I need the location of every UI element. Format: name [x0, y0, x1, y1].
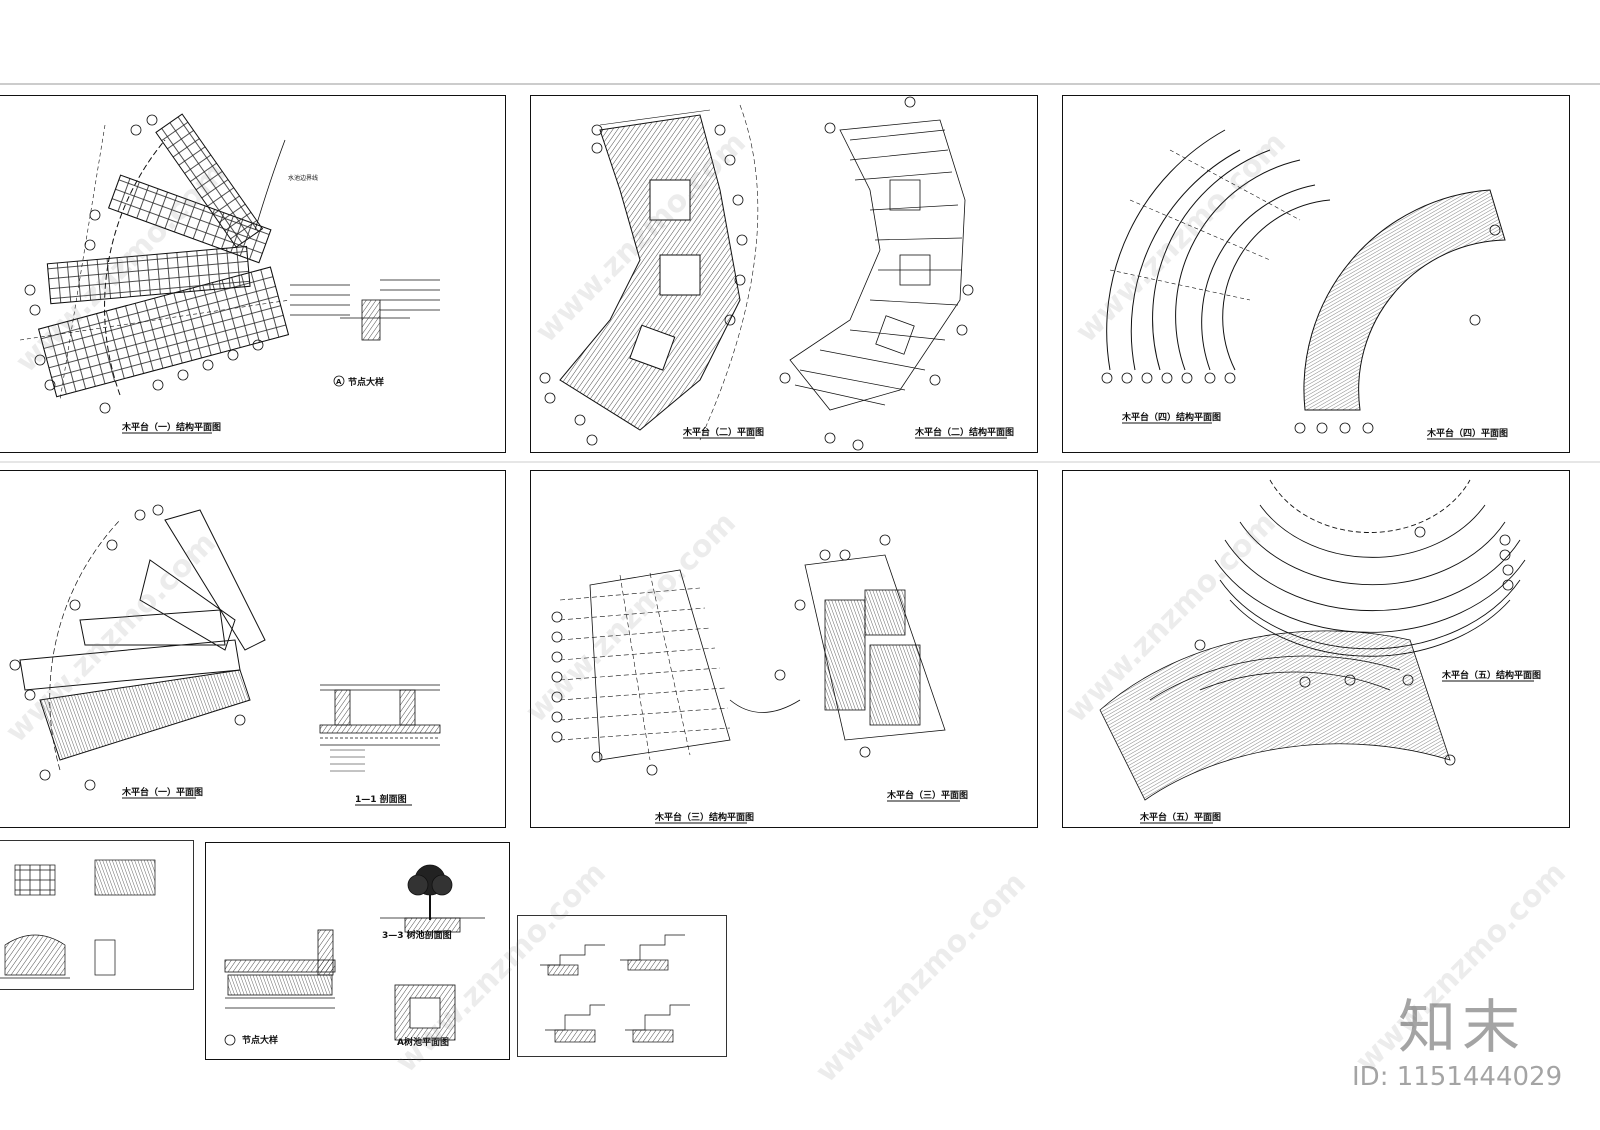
- deck2-plan-title: 木平台（二）平面图: [682, 426, 764, 438]
- deck2-structure-drawing: [779, 96, 974, 451]
- deck1-structure-drawing: [19, 113, 440, 414]
- sheet-deck1-plan: [0, 470, 506, 828]
- deck4-structure-drawing: [1101, 129, 1331, 384]
- deck3-structure-drawing: [551, 569, 801, 776]
- deck1-plan-title: 木平台（一）平面图: [121, 786, 203, 798]
- image-id: ID: 1151444029: [1352, 1062, 1563, 1092]
- deck2-structure-title: 木平台（二）结构平面图: [914, 426, 1014, 438]
- tree-pit-section-title: 3—3 树池剖面图: [382, 929, 452, 941]
- deck3-plan-drawing: [774, 534, 946, 758]
- section-1-1-drawing: [319, 684, 441, 772]
- deck4-plan-title: 木平台（四）平面图: [1426, 427, 1508, 439]
- sheet-deck3: [530, 470, 1038, 828]
- pool-edge-note: 水池边界线: [288, 174, 318, 182]
- deck4-structure-title: 木平台（四）结构平面图: [1121, 411, 1221, 423]
- deck1-structure-title: 木平台（一）结构平面图: [121, 421, 221, 433]
- step-details-drawing: [540, 934, 690, 1043]
- deck3-plan-title: 木平台（三）平面图: [886, 789, 968, 801]
- deck2-plan-drawing: [539, 104, 759, 446]
- deck5-structure-title: 木平台（五）结构平面图: [1441, 669, 1541, 681]
- tree-pit-plan-title: A树池平面图: [397, 1036, 449, 1048]
- brand-logo: 知末: [1398, 993, 1527, 1061]
- node-detail-mark: A: [336, 378, 342, 386]
- sheet-tree-pit: [205, 842, 510, 1060]
- deck3-structure-title: 木平台（三）结构平面图: [654, 811, 754, 823]
- small-details-drawing: [0, 859, 156, 979]
- node-detail-title: 节点大样: [348, 376, 384, 388]
- deck5-plan-title: 木平台（五）平面图: [1139, 811, 1221, 823]
- sheet-step-details: [517, 915, 727, 1057]
- deck5-structure-drawing: [1214, 479, 1526, 657]
- section-1-1-title: 1—1 剖面图: [355, 793, 407, 805]
- tree-pit-node-title: 节点大样: [242, 1034, 278, 1046]
- deck5-plan-drawing: [1099, 630, 1456, 801]
- deck1-plan-drawing: [9, 504, 266, 791]
- tree-pit-drawing: [224, 864, 485, 1046]
- deck4-plan-drawing: [1294, 189, 1506, 434]
